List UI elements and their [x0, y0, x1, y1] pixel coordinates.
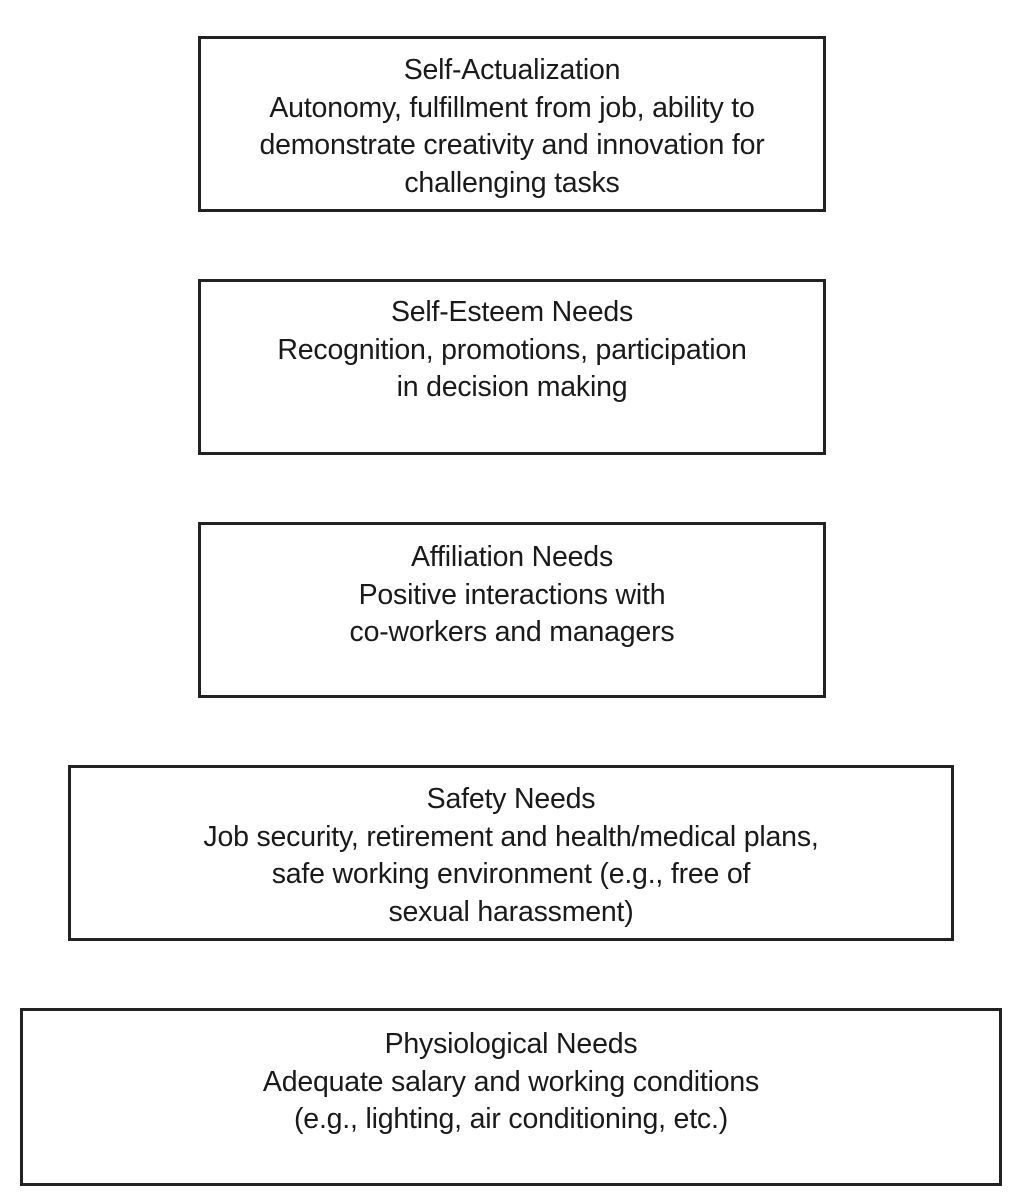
- level-box-self-actualization: Self-Actualization Autonomy, fulfillment…: [198, 36, 826, 212]
- level-box-self-esteem: Self-Esteem Needs Recognition, promotion…: [198, 279, 826, 455]
- level-description-line: Recognition, promotions, participation: [277, 333, 747, 366]
- level-description-line: Autonomy, fulfillment from job, ability …: [269, 91, 755, 124]
- level-description-line: in decision making: [396, 371, 628, 403]
- level-title: Physiological Needs: [384, 1028, 638, 1060]
- level-title: Self-Actualization: [403, 54, 621, 86]
- level-description-line: sexual harassment): [388, 895, 634, 928]
- level-description-line: safe working environment (e.g., free of: [271, 858, 751, 890]
- level-description-line: co-workers and managers: [349, 616, 675, 648]
- level-description-line: Adequate salary and working conditions: [262, 1065, 760, 1098]
- level-description-line: demonstrate creativity and innovation fo…: [259, 129, 765, 161]
- level-title: Self-Esteem Needs: [390, 296, 634, 328]
- level-title: Affiliation Needs: [410, 541, 614, 573]
- level-description-line: challenging tasks: [404, 166, 620, 199]
- level-box-physiological: Physiological Needs Adequate salary and …: [20, 1008, 1002, 1186]
- level-description-line: Job security, retirement and health/medi…: [203, 820, 819, 853]
- level-description-line: (e.g., lighting, air conditioning, etc.): [294, 1103, 728, 1135]
- level-box-safety: Safety Needs Job security, retirement an…: [68, 765, 954, 941]
- level-title: Safety Needs: [426, 783, 596, 815]
- level-box-affiliation: Affiliation Needs Positive interactions …: [198, 522, 826, 698]
- level-description-line: Positive interactions with: [358, 578, 666, 611]
